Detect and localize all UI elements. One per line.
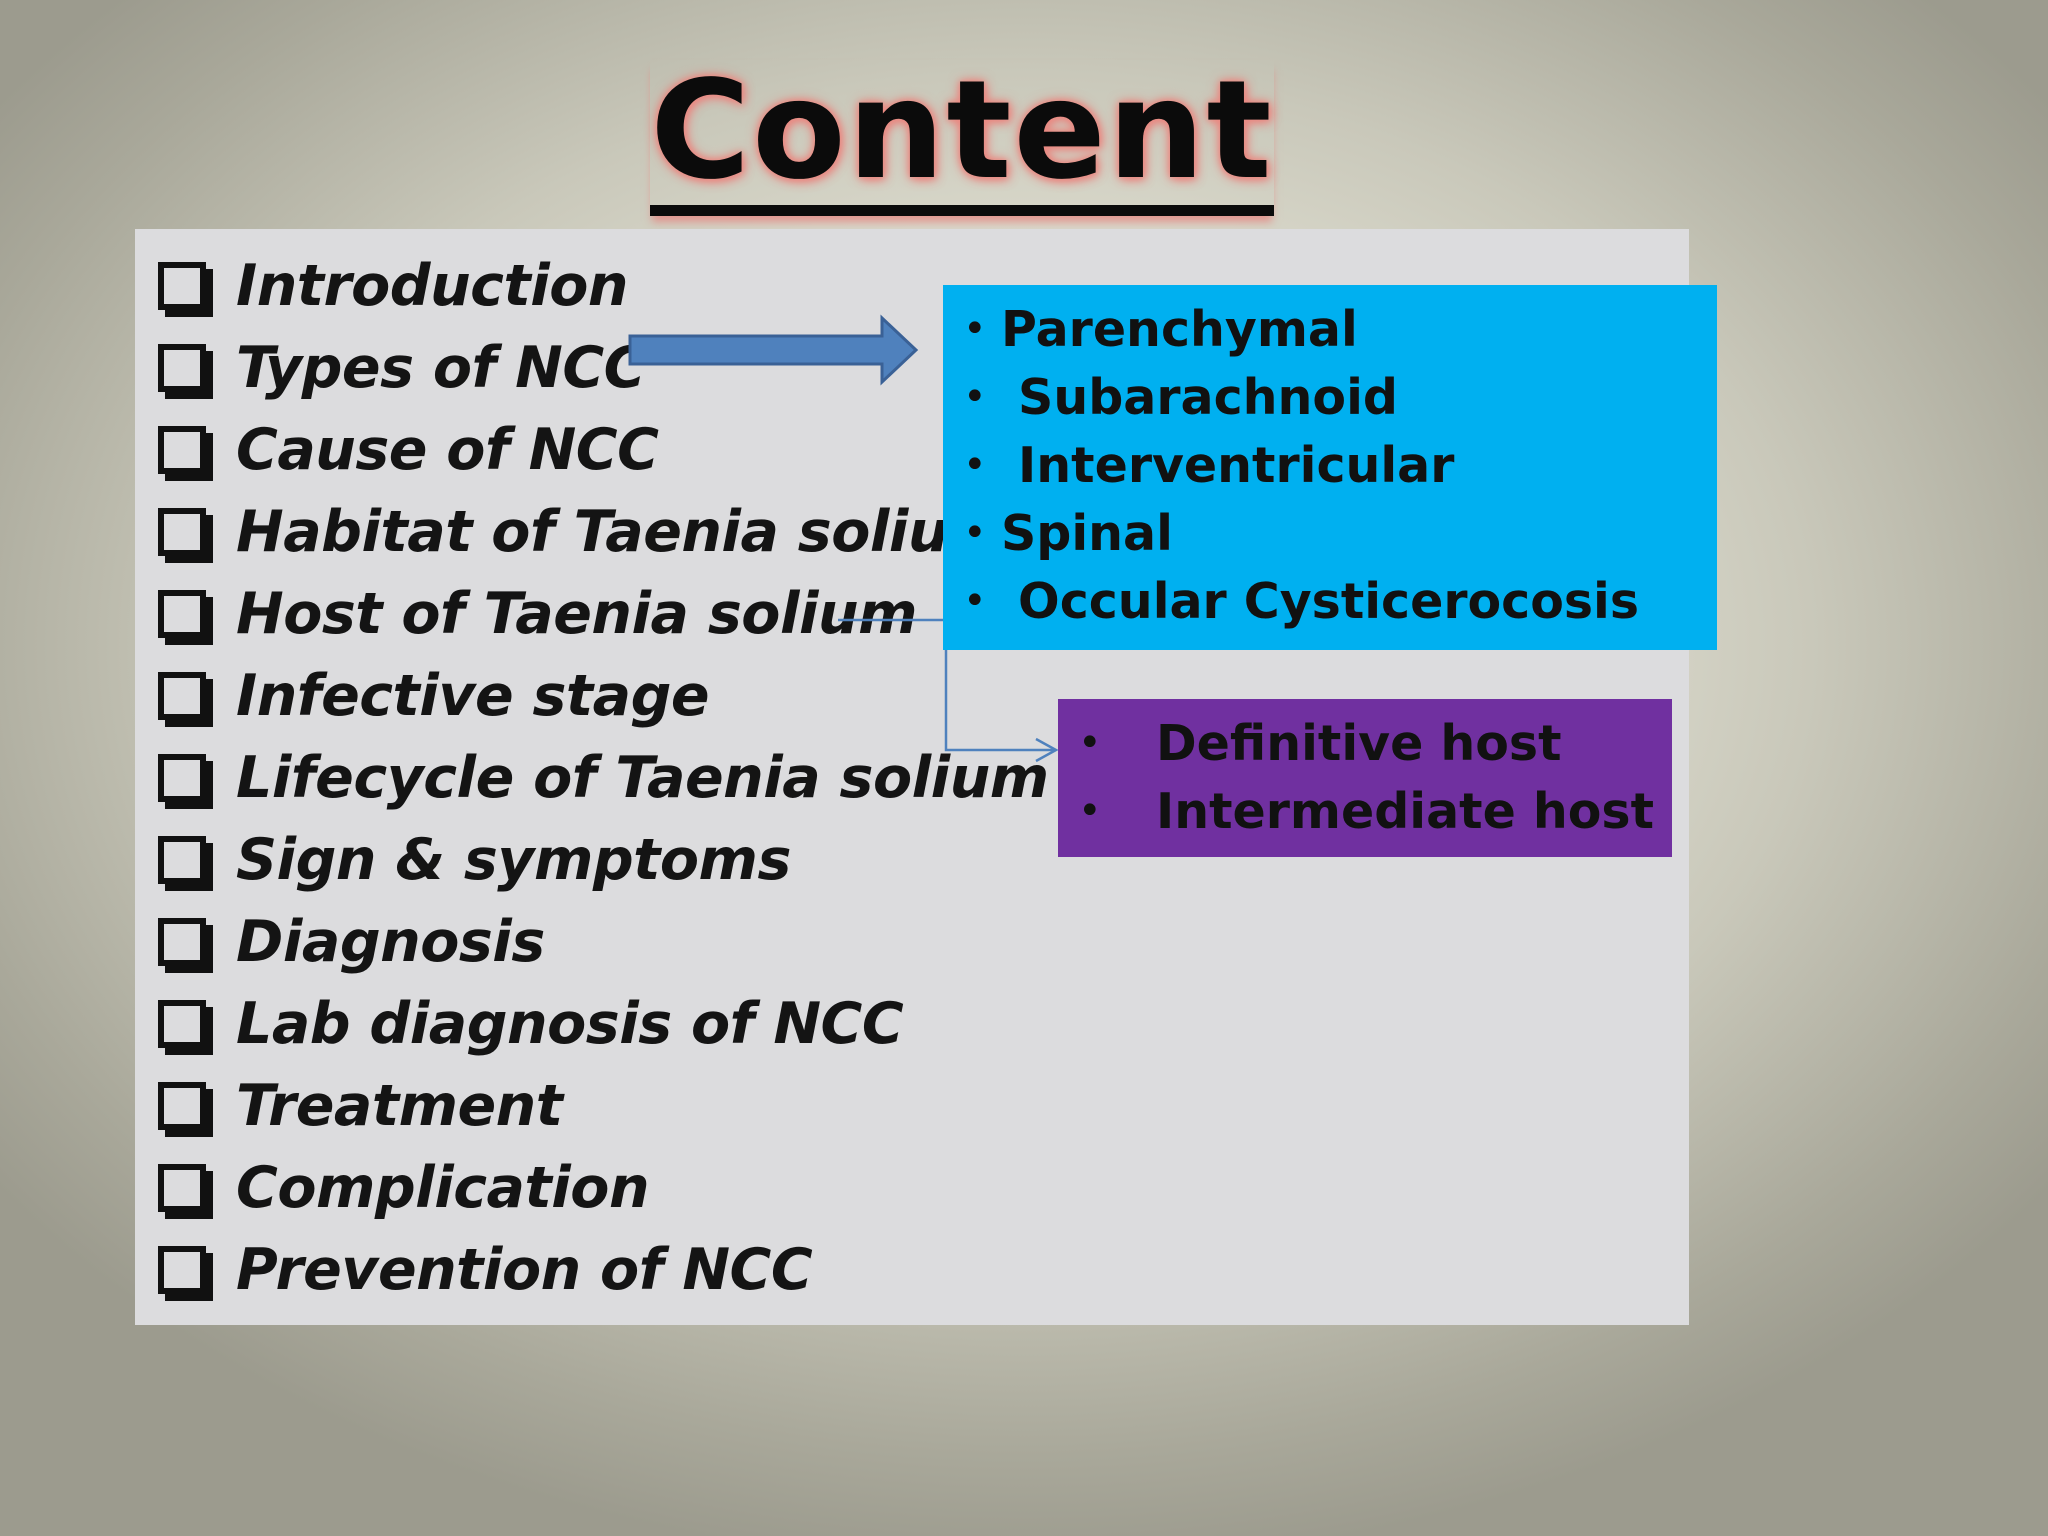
topic-item: Introduction	[158, 245, 1049, 327]
ncc-type-label: Spinal	[1001, 504, 1173, 562]
bullet-dot: •	[963, 306, 987, 352]
topic-label: Diagnosis	[236, 909, 545, 975]
bullet-dot: •	[963, 442, 987, 488]
topic-label: Habitat of Taenia solium	[236, 499, 1007, 565]
list-item: • Definitive host	[1078, 709, 1672, 777]
topic-item: Habitat of Taenia solium	[158, 491, 1049, 573]
list-item: • Subarachnoid	[963, 363, 1717, 431]
checkbox-square-icon	[158, 590, 206, 638]
bullet-dot: •	[963, 510, 987, 556]
list-item: • Parenchymal	[963, 295, 1717, 363]
topic-label: Lab diagnosis of NCC	[236, 991, 904, 1057]
checkbox-square-icon	[158, 754, 206, 802]
checkbox-square-icon	[158, 918, 206, 966]
ncc-type-label: Occular Cysticerocosis	[1001, 572, 1640, 630]
list-item: • Interventricular	[963, 431, 1717, 499]
topic-item: Prevention of NCC	[158, 1229, 1049, 1311]
checkbox-square-icon	[158, 672, 206, 720]
topic-item: Complication	[158, 1147, 1049, 1229]
checkbox-square-icon	[158, 836, 206, 884]
topic-item: Cause of NCC	[158, 409, 1049, 491]
topic-item: Diagnosis	[158, 901, 1049, 983]
topic-label: Sign & symptoms	[236, 827, 791, 893]
host-type-label: Definitive host	[1156, 714, 1562, 772]
checkbox-square-icon	[158, 1000, 206, 1048]
slide-title: Content	[0, 60, 1924, 216]
topic-item: Infective stage	[158, 655, 1049, 737]
bullet-dot: •	[963, 374, 987, 420]
topic-label: Treatment	[236, 1073, 563, 1139]
checkbox-square-icon	[158, 1246, 206, 1294]
checkbox-square-icon	[158, 508, 206, 556]
topic-item: Treatment	[158, 1065, 1049, 1147]
checkbox-square-icon	[158, 426, 206, 474]
topic-label: Host of Taenia solium	[236, 581, 918, 647]
topic-item: Sign & symptoms	[158, 819, 1049, 901]
topic-item: Host of Taenia solium	[158, 573, 1049, 655]
checkbox-square-icon	[158, 1082, 206, 1130]
checkbox-square-icon	[158, 344, 206, 392]
bullet-dot: •	[1078, 788, 1102, 834]
topic-label: Cause of NCC	[236, 417, 659, 483]
host-type-label: Intermediate host	[1156, 782, 1655, 840]
list-item: • Occular Cysticerocosis	[963, 567, 1717, 635]
ncc-type-label: Subarachnoid	[1001, 368, 1398, 426]
topic-label: Lifecycle of Taenia solium	[236, 745, 1049, 811]
topic-label: Infective stage	[236, 663, 710, 729]
topic-list: Introduction Types of NCC Cause of NCC H…	[158, 245, 1049, 1311]
host-types-box: • Definitive host • Intermediate host	[1058, 699, 1672, 857]
topic-item: Types of NCC	[158, 327, 1049, 409]
list-item: • Spinal	[963, 499, 1717, 567]
topic-item: Lifecycle of Taenia solium	[158, 737, 1049, 819]
ncc-types-box: • Parenchymal • Subarachnoid • Interventr…	[943, 285, 1717, 650]
checkbox-square-icon	[158, 262, 206, 310]
bullet-dot: •	[963, 578, 987, 624]
checkbox-square-icon	[158, 1164, 206, 1212]
topic-item: Lab diagnosis of NCC	[158, 983, 1049, 1065]
topic-label: Introduction	[236, 253, 629, 319]
topic-label: Types of NCC	[236, 335, 646, 401]
bullet-dot: •	[1078, 720, 1102, 766]
slide-title-text: Content	[650, 60, 1274, 216]
topic-label: Prevention of NCC	[236, 1237, 813, 1303]
list-item: • Intermediate host	[1078, 777, 1672, 845]
ncc-type-label: Interventricular	[1001, 436, 1455, 494]
ncc-type-label: Parenchymal	[1001, 300, 1358, 358]
topic-label: Complication	[236, 1155, 650, 1221]
